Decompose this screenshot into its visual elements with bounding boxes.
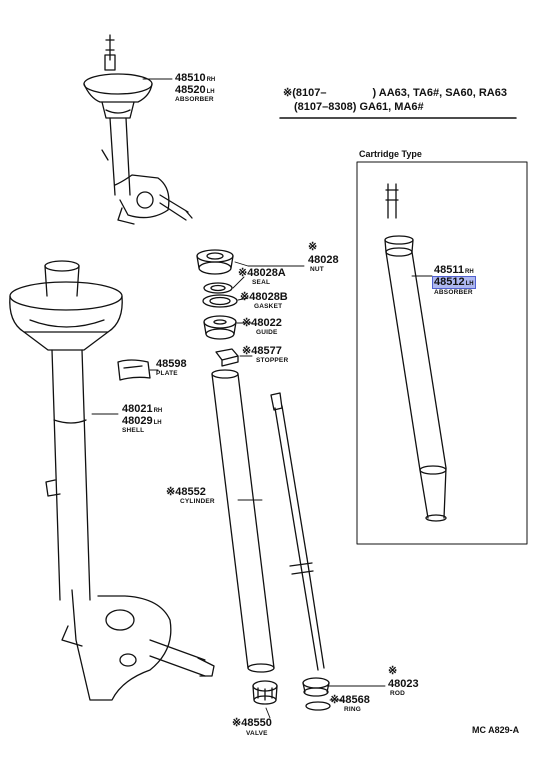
stopper-part-number[interactable]: ※48577 — [242, 345, 282, 357]
cylinder-part-number[interactable]: ※48552 — [166, 486, 206, 498]
nut-drawing — [196, 249, 234, 275]
rod-star-mark: ※ — [388, 665, 398, 677]
plate-name: PLATE — [156, 370, 178, 377]
valve-name: VALVE — [246, 730, 268, 737]
gasket-part-number[interactable]: ※48028B — [240, 291, 288, 303]
cylinder-drawing — [211, 369, 275, 673]
guide-part-number[interactable]: ※48022 — [242, 317, 282, 329]
seal-part-number[interactable]: ※48028A — [238, 267, 286, 279]
cartridge-absorber-drawing — [384, 183, 447, 522]
shell-part-number-lh[interactable]: 48029LH — [122, 415, 162, 427]
main-shell-drawing — [9, 260, 215, 701]
applicability-models: ) AA63, TA6#, SA60, RA63 — [372, 87, 507, 99]
ring-part-number[interactable]: ※48568 — [330, 694, 370, 706]
cartridge-absorber-name: ABSORBER — [434, 289, 473, 296]
nut-part-number[interactable]: 48028 — [308, 254, 339, 266]
shell-part-number-rh[interactable]: 48021RH — [122, 403, 163, 415]
leader-lines — [91, 78, 517, 719]
cartridge-frame — [356, 161, 528, 545]
guide-drawing — [203, 315, 237, 340]
applicability-prefix: ※(8107– — [283, 87, 327, 99]
rod-drawing — [270, 392, 330, 697]
gasket-name: GASKET — [254, 303, 283, 310]
nut-star-mark: ※ — [308, 241, 318, 253]
absorber-part-number-rh[interactable]: 48510RH — [175, 72, 216, 84]
cylinder-name: CYLINDER — [180, 498, 215, 505]
ring-name: RING — [344, 706, 362, 713]
seal-name: SEAL — [252, 279, 271, 286]
absorber-part-number-lh[interactable]: 48520LH — [175, 84, 215, 96]
diagram-code: MC A829-A — [472, 725, 520, 735]
plate-part-number[interactable]: 48598 — [156, 358, 187, 370]
rod-name: ROD — [390, 690, 406, 697]
cartridge-part-number-lh-highlighted[interactable]: 48512LH — [432, 276, 476, 289]
cartridge-title: Cartridge Type — [359, 149, 422, 159]
applicability-line-2: (8107–8308) GA61, MA6# — [294, 101, 424, 113]
ring-drawing — [305, 701, 331, 711]
rod-part-number[interactable]: 48023 — [388, 678, 419, 690]
valve-part-number[interactable]: ※48550 — [232, 717, 272, 729]
shell-name: SHELL — [122, 427, 145, 434]
stopper-drawing — [215, 348, 239, 367]
valve-drawing — [252, 680, 278, 705]
stopper-name: STOPPER — [256, 357, 289, 364]
applicability-line-1: ※(8107– ) AA63, TA6#, SA60, RA63 — [283, 88, 507, 99]
absorber-name: ABSORBER — [175, 96, 214, 103]
upper-strut-drawing — [83, 34, 193, 225]
guide-name: GUIDE — [256, 329, 278, 336]
cartridge-part-number-rh[interactable]: 48511RH — [434, 264, 474, 276]
plate-drawing — [117, 359, 151, 381]
gasket-drawing — [202, 294, 238, 308]
nut-name: NUT — [310, 266, 324, 273]
seal-drawing — [203, 282, 233, 294]
